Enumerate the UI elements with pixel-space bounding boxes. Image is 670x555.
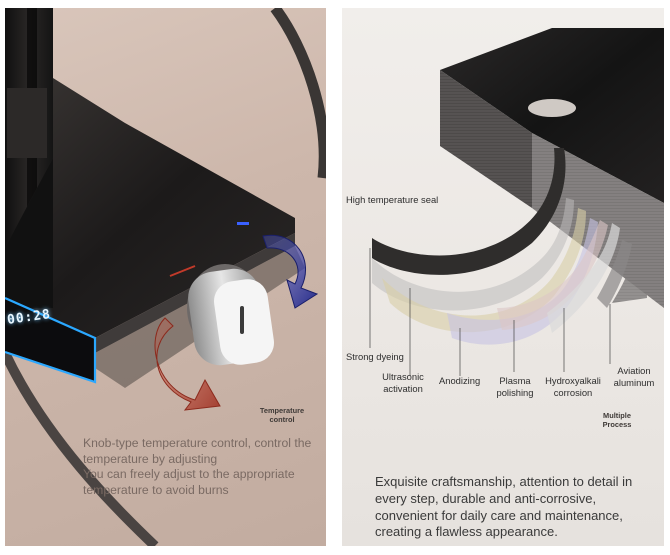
- label-plasma-polishing: Plasma polishing: [496, 375, 534, 398]
- temperature-control-panel: 00:28 Temperature control Knob-type temp…: [5, 8, 326, 546]
- craftsmanship-caption: Exquisite craftsmanship, attention to de…: [375, 474, 633, 540]
- temperature-caption: Knob-type temperature control, control t…: [83, 436, 326, 498]
- shower-panel-illustration: [5, 8, 326, 546]
- multiple-process-panel: High temperature seal Strong dyeing Ultr…: [342, 8, 664, 546]
- label-aviation-aluminum: Aviation aluminum: [613, 365, 655, 388]
- label-hydroxyalkali-corrosion: Hydroxyalkali corrosion: [545, 375, 601, 398]
- label-anodizing: Anodizing: [439, 375, 481, 386]
- multiple-process-tag: Multiple Process: [602, 411, 632, 429]
- label-strong-dyeing: Strong dyeing: [346, 351, 404, 362]
- caption-line-2: You can freely adjust to the appropriate…: [83, 467, 295, 497]
- caption-line-1: Knob-type temperature control, control t…: [83, 436, 312, 466]
- temperature-control-tag: Temperature control: [259, 406, 305, 424]
- label-high-temperature-seal: High temperature seal: [346, 194, 439, 205]
- layer-cross-section-illustration: [369, 28, 664, 376]
- label-ultrasonic-activation: Ultrasonic activation: [382, 371, 424, 394]
